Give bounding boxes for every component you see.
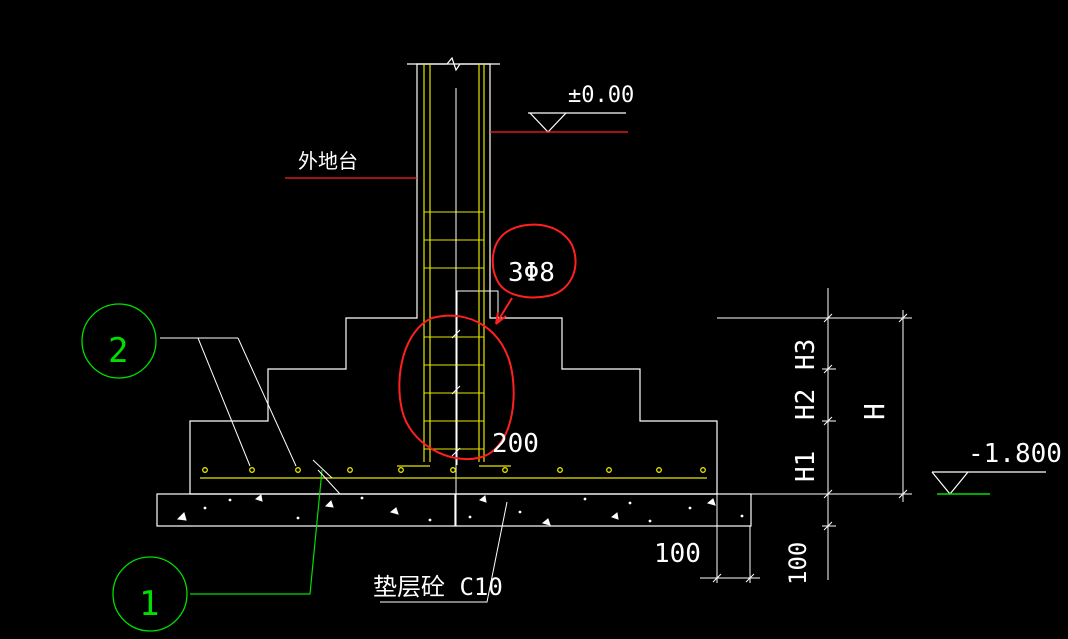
cushion-label: 垫层砼 C10 bbox=[373, 573, 503, 601]
callout-2-circle bbox=[81, 303, 157, 379]
markup-arrow bbox=[495, 297, 513, 325]
callout-1-label: 1 bbox=[139, 584, 159, 624]
h3-label: H3 bbox=[791, 339, 821, 370]
dimension-100-horizontal-label: 100 bbox=[654, 539, 701, 569]
dimension-100-vertical-label: 100 bbox=[784, 542, 812, 585]
elevation-top-label: ±0.00 bbox=[568, 83, 634, 108]
outdoor-grade-label: 外地台 bbox=[298, 149, 358, 173]
elevation-bottom-mark bbox=[931, 471, 1046, 495]
cushion-leader bbox=[380, 501, 508, 603]
markup-circle-stirrups bbox=[398, 314, 515, 461]
cover-dimension bbox=[451, 329, 461, 457]
inner-reference-line bbox=[456, 290, 499, 465]
callout-2-leaders bbox=[160, 337, 297, 467]
footing-outline bbox=[189, 63, 718, 495]
callout-1-leader-tick bbox=[312, 459, 341, 495]
h-total-label: H bbox=[858, 403, 891, 420]
column-break-mark bbox=[407, 56, 500, 72]
callout-1-leader bbox=[190, 469, 323, 595]
cover-dimension-label: 200 bbox=[492, 429, 539, 459]
column-stirrups bbox=[424, 211, 484, 450]
dimension-chain-h bbox=[717, 288, 912, 580]
callout-1-circle bbox=[112, 556, 188, 632]
column-rebar bbox=[397, 64, 511, 467]
markup-circle-rebar-spec bbox=[491, 223, 577, 299]
cushion-layer bbox=[156, 493, 752, 527]
dimension-100-horizontal bbox=[700, 494, 760, 583]
callout-2-label: 2 bbox=[108, 331, 128, 371]
h1-label: H1 bbox=[791, 451, 821, 482]
bottom-bar-dots bbox=[202, 467, 706, 473]
elevation-bottom-label: -1.800 bbox=[968, 439, 1062, 469]
elevation-top-mark bbox=[528, 112, 626, 133]
h2-label: H2 bbox=[791, 389, 821, 420]
cushion-hatch bbox=[176, 494, 744, 526]
rebar-spec-label: 3Φ8 bbox=[508, 258, 555, 288]
